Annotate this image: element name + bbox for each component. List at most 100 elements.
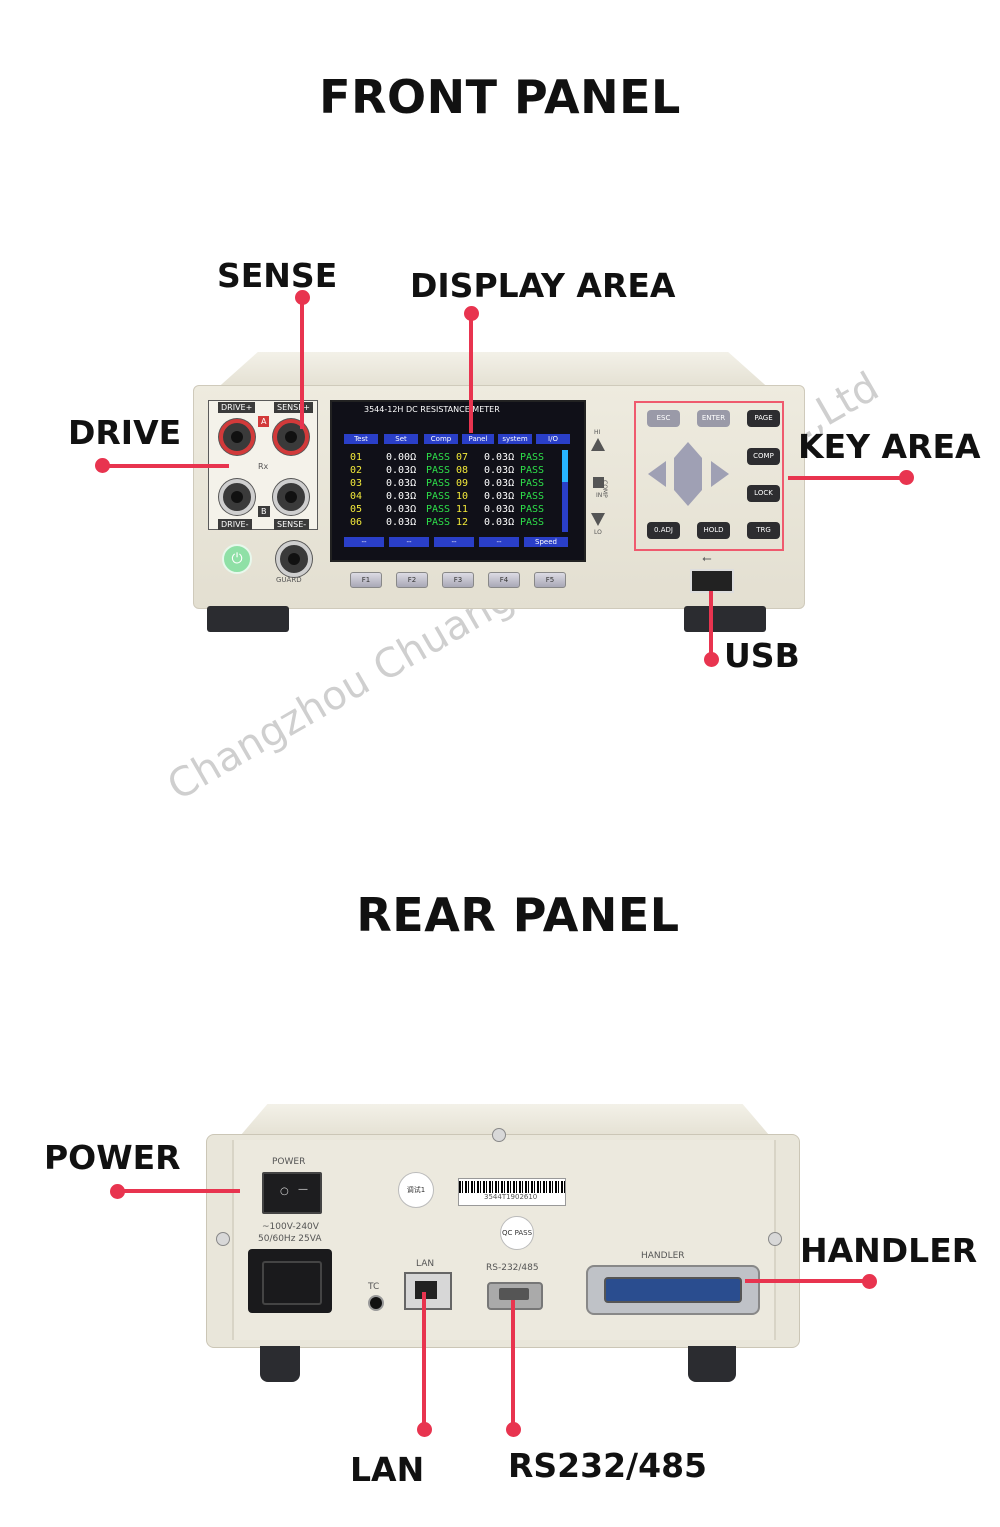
sense-callout: SENSE (217, 256, 338, 295)
guard-label: GUARD (276, 576, 302, 584)
key-area-callout-dot (899, 470, 914, 485)
screen-row-3-channel-left: 03 (350, 478, 363, 489)
screen-row-4-value-left: 0.03Ω (386, 491, 417, 502)
trg-key[interactable]: TRG (747, 522, 780, 539)
comp-indicator-label: COMP (601, 480, 608, 498)
screen-row-4-result-left: PASS (426, 491, 451, 502)
hold-key[interactable]: HOLD (697, 522, 730, 539)
lan-callout: LAN (350, 1450, 425, 1489)
key-area-highlight (634, 401, 784, 551)
tc-label: TC (368, 1282, 380, 1292)
lan-port-label: LAN (416, 1259, 435, 1269)
sense-minus-jack[interactable] (273, 479, 309, 515)
rear-foot-left (260, 1346, 300, 1382)
rear-panel-title: REAR PANEL (356, 888, 680, 942)
drive-callout-line (101, 464, 229, 468)
screen-tab-io[interactable]: I/O (536, 434, 570, 444)
screen-row-3-value-right: 0.03Ω (484, 478, 515, 489)
screen-tab-system[interactable]: system (498, 434, 532, 444)
sense-plus-jack[interactable] (273, 419, 309, 455)
zero-adj-key[interactable]: 0.ADJ (647, 522, 680, 539)
power-callout-dot (110, 1184, 125, 1199)
screen-row-1-channel-right: 07 (456, 452, 469, 463)
hi-label: HI (594, 429, 601, 436)
display-area-callout-line (469, 313, 473, 433)
drive-minus-jack[interactable] (219, 479, 255, 515)
screen-row-6-channel-right: 12 (456, 517, 469, 528)
screen-row-1-channel-left: 01 (350, 452, 363, 463)
screen-tab-test[interactable]: Test (344, 434, 378, 444)
dpad-up-down-button[interactable] (674, 442, 702, 506)
screen-row-5-value-left: 0.03Ω (386, 504, 417, 515)
screen-softkey-3: -- (434, 537, 474, 547)
screen-title: 3544-12H DC RESISTANCE METER (364, 405, 500, 414)
screen-row-1-result-left: PASS (426, 452, 451, 463)
screen-row-1-value-left: 0.00Ω (386, 452, 417, 463)
screen-row-2-result-right: PASS (520, 465, 545, 476)
f1-key[interactable]: F1 (350, 572, 382, 588)
screen-tab-panel[interactable]: Panel (462, 434, 494, 444)
screen-softkey-4: -- (479, 537, 519, 547)
page-key[interactable]: PAGE (747, 410, 780, 427)
screen-row-6-result-right: PASS (520, 517, 545, 528)
hi-indicator (591, 438, 605, 451)
drive-plus-jack[interactable] (219, 419, 255, 455)
enter-key[interactable]: ENTER (697, 410, 730, 427)
display-area-callout-dot (464, 306, 479, 321)
f3-key[interactable]: F3 (442, 572, 474, 588)
debug-sticker: 调试1 (398, 1172, 434, 1208)
screen-row-6-result-left: PASS (426, 517, 451, 528)
screen-row-4-channel-left: 04 (350, 491, 363, 502)
rs232-port-label: RS-232/485 (486, 1263, 539, 1273)
drive-plus-label: DRIVE+ (218, 402, 256, 413)
screen-row-2-channel-right: 08 (456, 465, 469, 476)
rs232-callout-line (511, 1300, 515, 1430)
esc-key[interactable]: ESC (647, 410, 680, 427)
dpad-right-button[interactable] (711, 461, 729, 487)
f4-key[interactable]: F4 (488, 572, 520, 588)
screen-row-2-value-right: 0.03Ω (484, 465, 515, 476)
drive-callout: DRIVE (68, 413, 182, 452)
lan-callout-dot (417, 1422, 432, 1437)
serial-number: 3544T1902610 (484, 1193, 538, 1201)
qc-sticker: QC PASS (500, 1216, 534, 1250)
key-area-callout-line (788, 476, 906, 480)
guard-jack[interactable] (276, 541, 312, 577)
rs232-port[interactable] (487, 1282, 543, 1310)
drive-callout-dot (95, 458, 110, 473)
tc-jack[interactable] (368, 1295, 384, 1311)
comp-key[interactable]: COMP (747, 448, 780, 465)
display-area-callout: DISPLAY AREA (410, 266, 676, 305)
screen-row-5-channel-left: 05 (350, 504, 363, 515)
front-foot-left (207, 606, 289, 632)
screw-top (492, 1128, 506, 1142)
screen-tab-set[interactable]: Set (384, 434, 418, 444)
handler-port[interactable] (586, 1265, 760, 1315)
f2-key[interactable]: F2 (396, 572, 428, 588)
f5-key[interactable]: F5 (534, 572, 566, 588)
usb-callout: USB (724, 636, 800, 675)
dpad-left-button[interactable] (648, 461, 666, 487)
usb-callout-line (709, 591, 713, 657)
a-label: A (258, 416, 270, 427)
screen-row-5-result-right: PASS (520, 504, 545, 515)
ac-power-inlet[interactable] (248, 1249, 332, 1313)
screw-left (216, 1232, 230, 1246)
switch-on-mark: ○ (280, 1186, 289, 1197)
lock-key[interactable]: LOCK (747, 485, 780, 502)
screen-row-3-value-left: 0.03Ω (386, 478, 417, 489)
power-switch[interactable]: ○ — (262, 1172, 322, 1214)
b-label: B (258, 506, 270, 517)
screen-tab-comp[interactable]: Comp (424, 434, 458, 444)
handler-callout: HANDLER (800, 1231, 978, 1270)
usb-icon: ⭠ (702, 551, 712, 565)
usb-port[interactable] (690, 569, 734, 593)
screen-row-1-value-right: 0.03Ω (484, 452, 515, 463)
screen-row-4-channel-right: 10 (456, 491, 469, 502)
lan-port[interactable] (404, 1272, 452, 1310)
rs232-callout: RS232/485 (508, 1446, 707, 1485)
power-button[interactable]: ⏻ (222, 544, 252, 574)
drive-minus-label: DRIVE- (218, 519, 252, 530)
frequency-rating: 50/60Hz 25VA (258, 1234, 322, 1244)
sense-minus-label: SENSE- (274, 519, 310, 530)
